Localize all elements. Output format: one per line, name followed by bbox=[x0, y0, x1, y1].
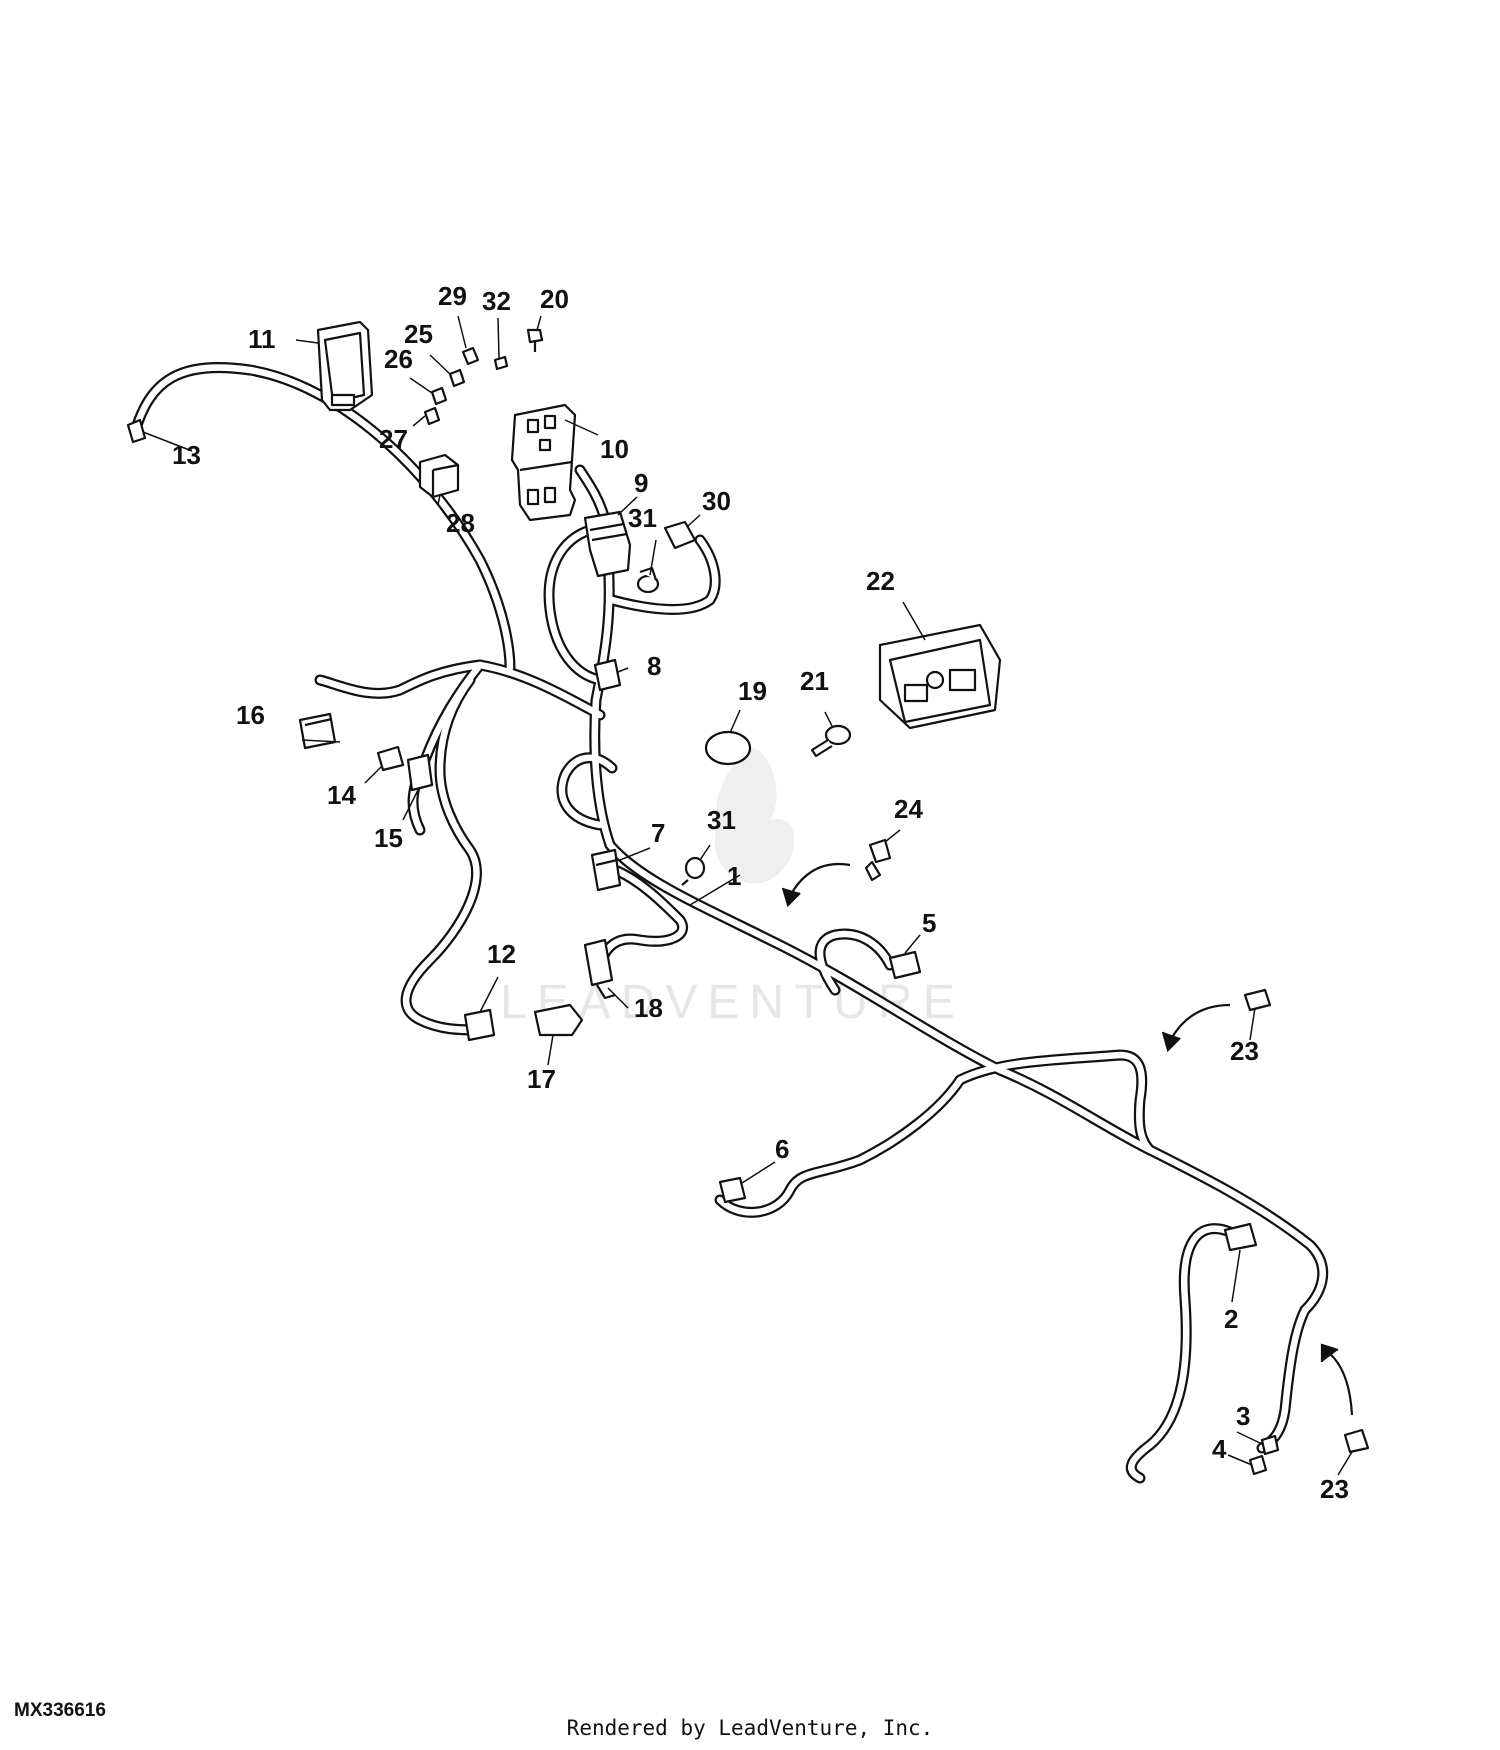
callout-24: 24 bbox=[894, 794, 923, 824]
part-32-clip bbox=[493, 355, 509, 371]
callout-11: 11 bbox=[248, 324, 276, 354]
callout-17: 17 bbox=[527, 1064, 556, 1094]
harness-cable bbox=[714, 1074, 966, 1218]
harness-cable-core bbox=[956, 1051, 1154, 1154]
part-23-clip-upper bbox=[1243, 988, 1272, 1012]
callout-8: 8 bbox=[647, 651, 661, 681]
callout-5: 5 bbox=[922, 908, 936, 938]
wire-core bbox=[131, 364, 1326, 1482]
part-16-connector bbox=[298, 712, 337, 750]
harness-cable-core bbox=[591, 556, 614, 849]
callout-31-upper: 31 bbox=[628, 503, 657, 533]
callouts: 1 2 3 4 5 6 7 8 9 10 11 12 13 14 15 16 1… bbox=[172, 281, 1349, 1504]
harness-cable-core bbox=[606, 841, 1004, 1074]
part-30-connector bbox=[663, 520, 697, 550]
part-20-screw bbox=[526, 328, 544, 352]
callout-16: 16 bbox=[236, 700, 265, 730]
harness-cable-core bbox=[596, 866, 686, 979]
part-23-clip-lower bbox=[1343, 1428, 1370, 1454]
part-15-connector bbox=[406, 753, 434, 792]
harness-cable-core bbox=[816, 930, 894, 994]
part-17-sensor bbox=[533, 1003, 584, 1037]
part-25-mini-fuse bbox=[448, 368, 466, 388]
callout-14: 14 bbox=[327, 780, 356, 810]
callout-2: 2 bbox=[1224, 1304, 1238, 1334]
part-26-mini-fuse bbox=[430, 386, 448, 406]
part-19-cap bbox=[704, 730, 752, 766]
part-5-connector bbox=[888, 950, 922, 980]
part-13-terminal bbox=[126, 418, 147, 444]
harness-cable-core bbox=[402, 676, 484, 1034]
part-7-connector bbox=[590, 848, 622, 892]
callout-27: 27 bbox=[379, 424, 408, 454]
part-4-terminal bbox=[1248, 1454, 1268, 1476]
part-10-fuse-block bbox=[510, 403, 577, 522]
diagram-id: MX336616 bbox=[14, 1700, 106, 1721]
arrow-icon bbox=[1320, 1343, 1354, 1416]
part-12-connector bbox=[463, 1008, 496, 1042]
callout-31-lower: 31 bbox=[707, 805, 736, 835]
render-credit: Rendered by LeadVenture, Inc. bbox=[566, 1716, 934, 1740]
callout-10: 10 bbox=[600, 434, 629, 464]
direction-arrows bbox=[781, 862, 1354, 1416]
callout-23-lower: 23 bbox=[1320, 1474, 1349, 1504]
leader-lines bbox=[142, 315, 1353, 1476]
harness-cable-core bbox=[131, 364, 514, 672]
harness-wires bbox=[129, 362, 1329, 1484]
harness-cable bbox=[994, 1064, 1329, 1316]
callout-32: 32 bbox=[482, 286, 511, 316]
arrow-icon bbox=[1161, 1003, 1231, 1053]
part-14-connector bbox=[376, 745, 405, 772]
part-11-fuse-box-cover bbox=[316, 320, 374, 412]
harness-cable-core bbox=[558, 754, 616, 829]
callout-25: 25 bbox=[404, 319, 433, 349]
harness-cable-core bbox=[996, 1066, 1326, 1314]
callout-15: 15 bbox=[374, 823, 403, 853]
callout-30: 30 bbox=[702, 486, 731, 516]
part-29-mini-relay bbox=[461, 346, 480, 366]
callout-12: 12 bbox=[487, 939, 516, 969]
harness-cable-core bbox=[1128, 1225, 1234, 1482]
part-31-clip-upper bbox=[636, 566, 660, 594]
components bbox=[126, 320, 1370, 1476]
callout-13: 13 bbox=[172, 440, 201, 470]
harness-cable-core bbox=[476, 661, 604, 719]
callout-22: 22 bbox=[866, 566, 895, 596]
part-27-mini-fuse bbox=[423, 406, 441, 426]
callout-23-upper: 23 bbox=[1230, 1036, 1259, 1066]
harness-cable-core bbox=[545, 526, 604, 684]
callout-26: 26 bbox=[384, 344, 413, 374]
part-28-relay bbox=[418, 453, 460, 499]
callout-1: 1 bbox=[727, 861, 741, 891]
callout-4: 4 bbox=[1212, 1434, 1227, 1464]
callout-28: 28 bbox=[446, 508, 475, 538]
arrow-icon bbox=[781, 862, 851, 908]
callout-20: 20 bbox=[540, 284, 569, 314]
callout-29: 29 bbox=[438, 281, 467, 311]
part-8-harness-clip bbox=[593, 658, 622, 692]
part-31-clip-lower bbox=[681, 856, 706, 886]
callout-3: 3 bbox=[1236, 1401, 1250, 1431]
watermark-flame-logo bbox=[714, 747, 795, 884]
part-2-connector bbox=[1223, 1222, 1258, 1252]
callout-19: 19 bbox=[738, 676, 767, 706]
callout-18: 18 bbox=[634, 993, 663, 1023]
part-21-ignition-key bbox=[810, 724, 852, 758]
part-3-terminal bbox=[1260, 1434, 1280, 1456]
harness-cable-core bbox=[316, 661, 484, 697]
part-6-connector bbox=[718, 1176, 747, 1204]
harness-cable-core bbox=[716, 1076, 964, 1216]
callout-6: 6 bbox=[775, 1134, 789, 1164]
part-22-controller-module bbox=[878, 623, 1002, 730]
harness-cable-core bbox=[608, 536, 719, 613]
part-18-connector bbox=[583, 938, 616, 1000]
part-9-multi-pin-connector bbox=[583, 510, 632, 578]
callout-7: 7 bbox=[651, 818, 665, 848]
callout-21: 21 bbox=[800, 666, 829, 696]
part-24-bracket bbox=[864, 838, 892, 882]
callout-9: 9 bbox=[634, 468, 648, 498]
